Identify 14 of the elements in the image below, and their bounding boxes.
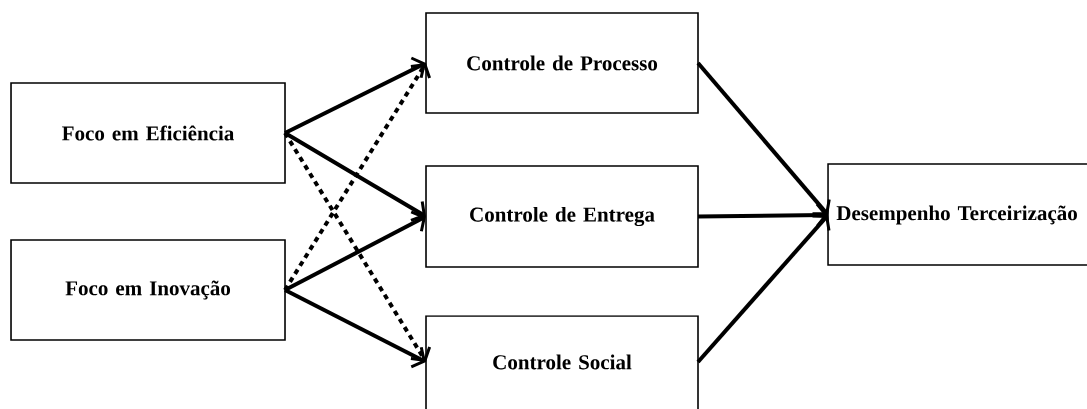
arrow xyxy=(696,214,831,364)
arrow xyxy=(696,61,831,216)
arrow xyxy=(284,56,426,135)
box: Controle de Entrega xyxy=(425,165,699,268)
arrow xyxy=(283,131,432,362)
arrow xyxy=(284,131,426,222)
arrow xyxy=(284,288,426,369)
box: Desempenho Terceirização xyxy=(827,163,1087,266)
box: Foco em Eficiência xyxy=(10,82,286,184)
box: Controle de Processo xyxy=(425,12,699,114)
arrow xyxy=(283,63,431,292)
box: Controle Social xyxy=(425,315,699,409)
arrow xyxy=(284,210,426,292)
box: Foco em Inovação xyxy=(10,239,286,341)
